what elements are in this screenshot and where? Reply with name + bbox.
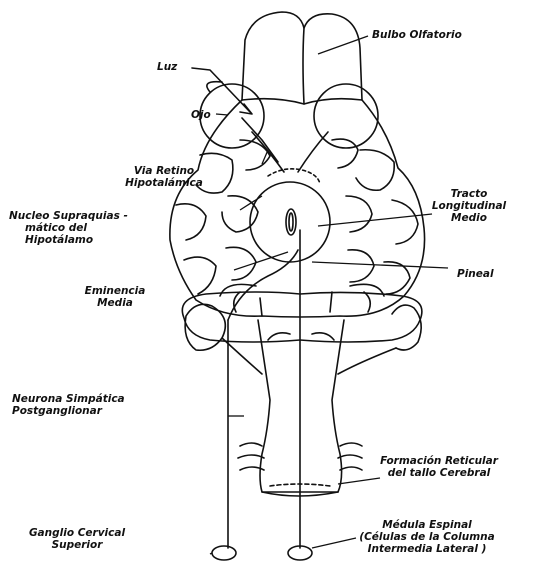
- olfactory-bulb-midline: [303, 28, 304, 104]
- label-tracto-longitudinal: Tracto Longitudinal Medio: [424, 188, 514, 224]
- neurona-line2: Postganglionar: [12, 405, 125, 417]
- tracto-line3: Medio: [424, 212, 514, 224]
- label-formacion-reticular: Formación Reticular del tallo Cerebral: [374, 455, 504, 479]
- label-medula-espinal: Médula Espinal (Células de la Columna In…: [352, 519, 502, 555]
- medula-line1: Médula Espinal: [352, 519, 502, 531]
- light-arrow: [192, 68, 250, 112]
- olfactory-bulb-shape: [242, 12, 362, 104]
- ganglio-line2: Superior: [12, 539, 142, 551]
- label-ojo: Ojo: [191, 109, 211, 121]
- ganglio-line1: Ganglio Cervical: [12, 527, 142, 539]
- diencephalon-body: [250, 182, 330, 262]
- tracto-line2: Longitudinal: [424, 200, 514, 212]
- right-eye: [314, 84, 378, 148]
- label-luz: Luz: [157, 61, 177, 73]
- label-pineal: Pineal: [457, 268, 494, 280]
- neurona-line1: Neurona Simpática: [12, 393, 125, 405]
- via-retino-line2: Hipotalámica: [104, 177, 224, 189]
- brainstem: [258, 320, 344, 492]
- medula-line2: (Células de la Columna: [352, 531, 502, 543]
- hemispheres-outline: [170, 100, 425, 317]
- label-bulbo-olfatorio: Bulbo Olfatorio: [372, 29, 462, 41]
- nucleo-line1: Nucleo Supraquias -: [9, 210, 128, 222]
- tracto-line1: Tracto: [424, 188, 514, 200]
- label-ganglio-cervical: Ganglio Cervical Superior: [12, 527, 142, 551]
- medula-line3: Intermedia Lateral ): [352, 543, 502, 555]
- label-eminencia-media: Eminencia Media: [60, 285, 170, 309]
- eminencia-line1: Eminencia: [60, 285, 170, 297]
- via-retino-line1: Via Retino: [104, 165, 224, 177]
- formacion-line2: del tallo Cerebral: [374, 467, 504, 479]
- eminencia-line2: Media: [60, 297, 170, 309]
- label-neurona-simpatica: Neurona Simpática Postganglionar: [12, 393, 125, 417]
- label-via-retino: Via Retino Hipotalámica: [104, 165, 224, 189]
- nucleo-line3: Hipotálamo: [9, 234, 128, 246]
- formacion-line1: Formación Reticular: [374, 455, 504, 467]
- label-nucleo-supraquiasmatico: Nucleo Supraquias - mático del Hipotálam…: [9, 210, 128, 246]
- nucleo-line2: mático del: [9, 222, 128, 234]
- ganglio-cervical: [212, 546, 236, 560]
